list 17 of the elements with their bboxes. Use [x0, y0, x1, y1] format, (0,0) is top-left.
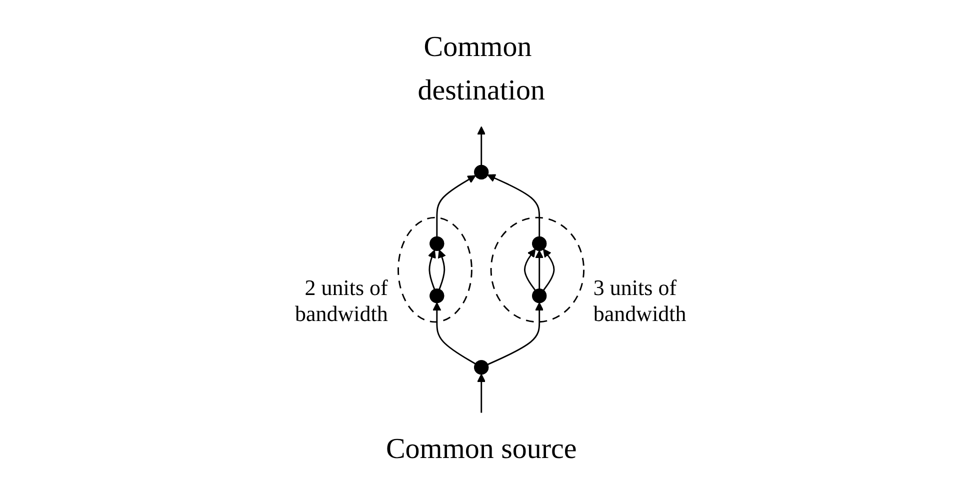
- node-text: Common destination: [417, 31, 545, 106]
- arrow: [476, 374, 486, 413]
- arrow: [427, 250, 436, 290]
- node-text: Common source: [386, 433, 576, 465]
- cluster: [397, 216, 472, 323]
- capacity-note: 3 units of bandwidth: [593, 274, 688, 327]
- arrow: [432, 302, 476, 365]
- capacity-note: 2 units of bandwidth: [294, 274, 388, 327]
- arrow: [476, 126, 486, 166]
- arrow: [438, 250, 446, 290]
- arrow: [436, 175, 476, 237]
- arrow: [534, 250, 544, 290]
- arrow: [542, 248, 554, 291]
- arrow: [524, 248, 536, 291]
- cluster: [490, 216, 584, 323]
- arrow: [486, 302, 544, 366]
- arrow: [486, 174, 540, 237]
